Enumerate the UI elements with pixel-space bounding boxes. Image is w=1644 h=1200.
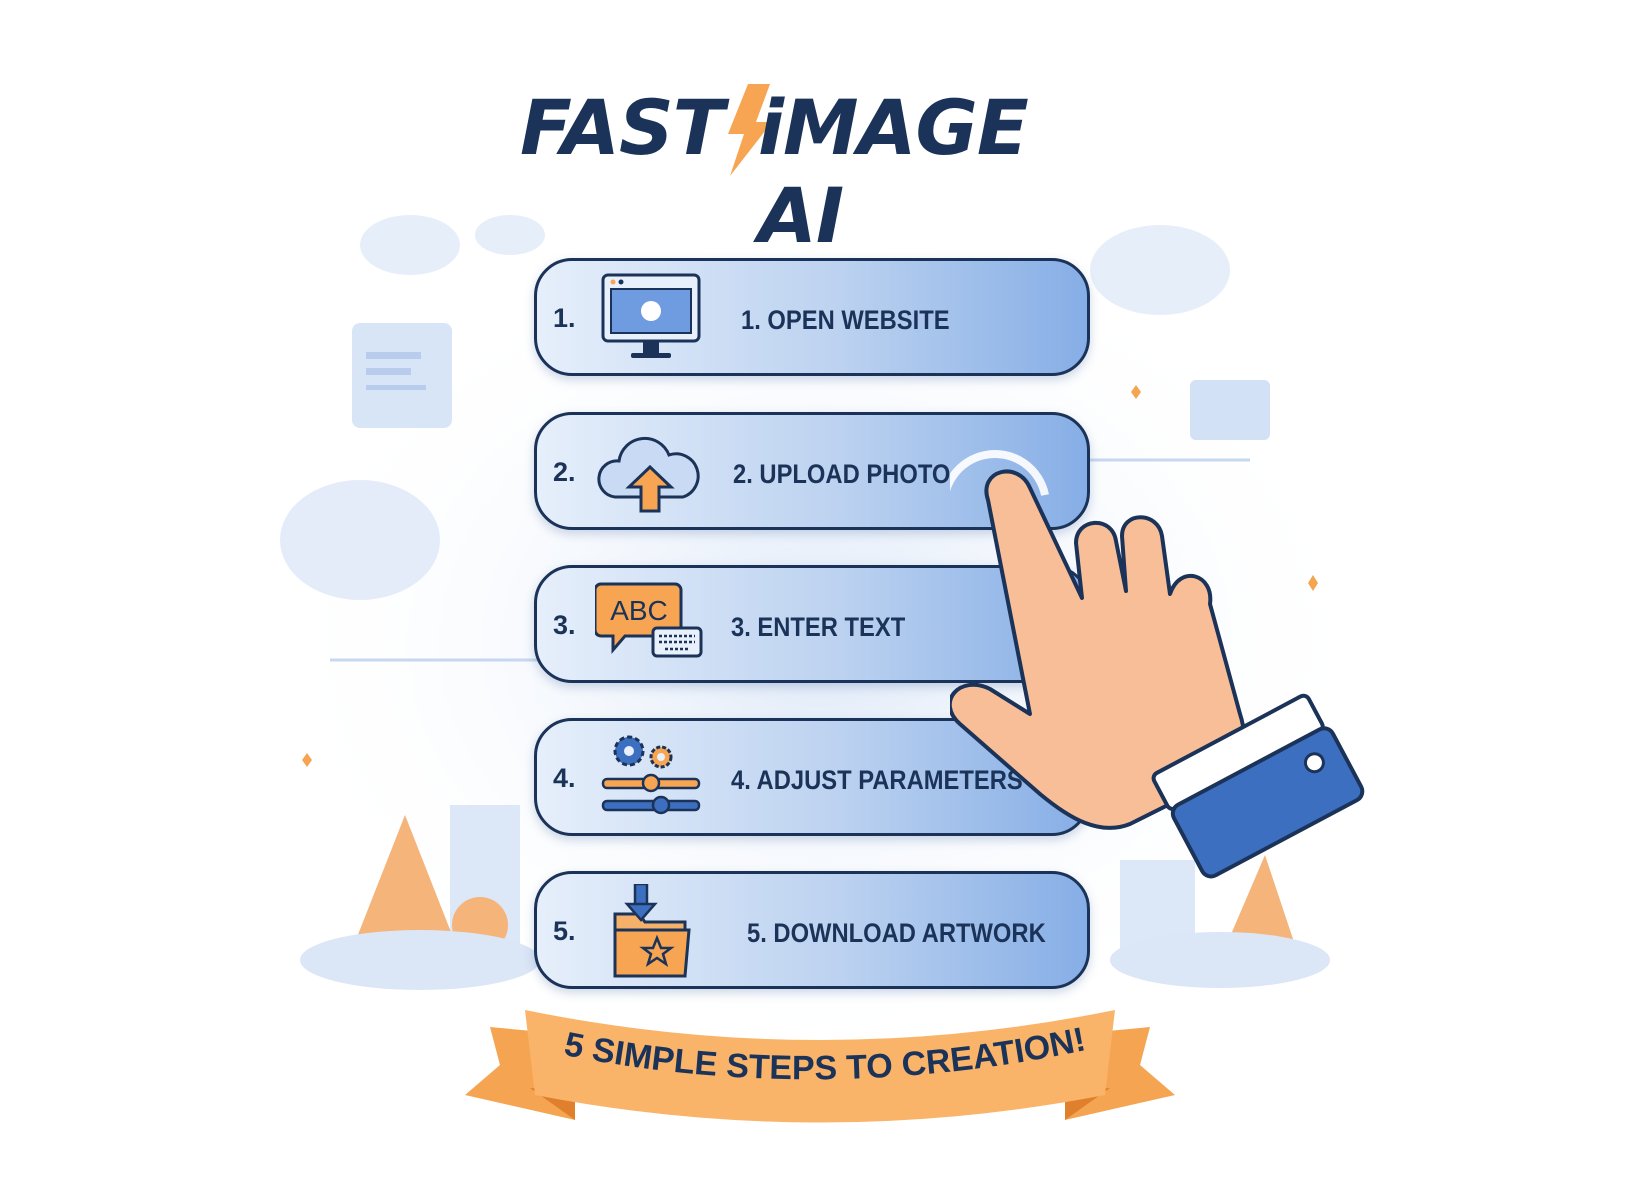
step-card-5[interactable]: 5. 5. DOWNLOAD ARTWORK [534,871,1090,989]
step-label: 4. ADJUST PARAMETERS [731,765,1023,795]
ribbon-shape: 5 SIMPLE STEPS TO CREATION! [465,1010,1175,1123]
gears-sliders-icon [601,735,701,815]
cloud-upload-icon [597,436,700,513]
logo-text-image-ai: iMAGE AI [758,83,1029,260]
step-number: 1. [553,303,576,333]
step-label: 1. OPEN WEBSITE [741,305,950,335]
download-folder-icon [613,884,691,978]
step-number: 5. [553,916,576,946]
logo-text-fast: FAST [520,83,725,172]
pointing-hand-icon [950,450,1365,879]
step-card-2[interactable]: 2. 2. UPLOAD PHOTO [534,412,1090,530]
step-card-3[interactable]: 3. ABC 3. ENTER TEXT [534,565,1090,683]
monitor-icon [601,273,701,358]
step-label: 2. UPLOAD PHOTO [733,459,951,489]
step-label: 5. DOWNLOAD ARTWORK [747,918,1046,948]
abc-text: ABC [610,595,668,626]
abc-keyboard-icon: ABC [595,582,703,658]
logo: FAST iMAGE AI [520,78,1120,260]
step-card-1[interactable]: 1. 1. OPEN WEBSITE [534,258,1090,376]
step-number: 2. [553,457,576,487]
lightning-bolt-icon [728,84,772,176]
step-number: 4. [553,763,576,793]
step-number: 3. [553,610,576,640]
step-label: 3. ENTER TEXT [731,612,906,642]
banner: 5 SIMPLE STEPS TO CREATION! [455,1000,1185,1140]
